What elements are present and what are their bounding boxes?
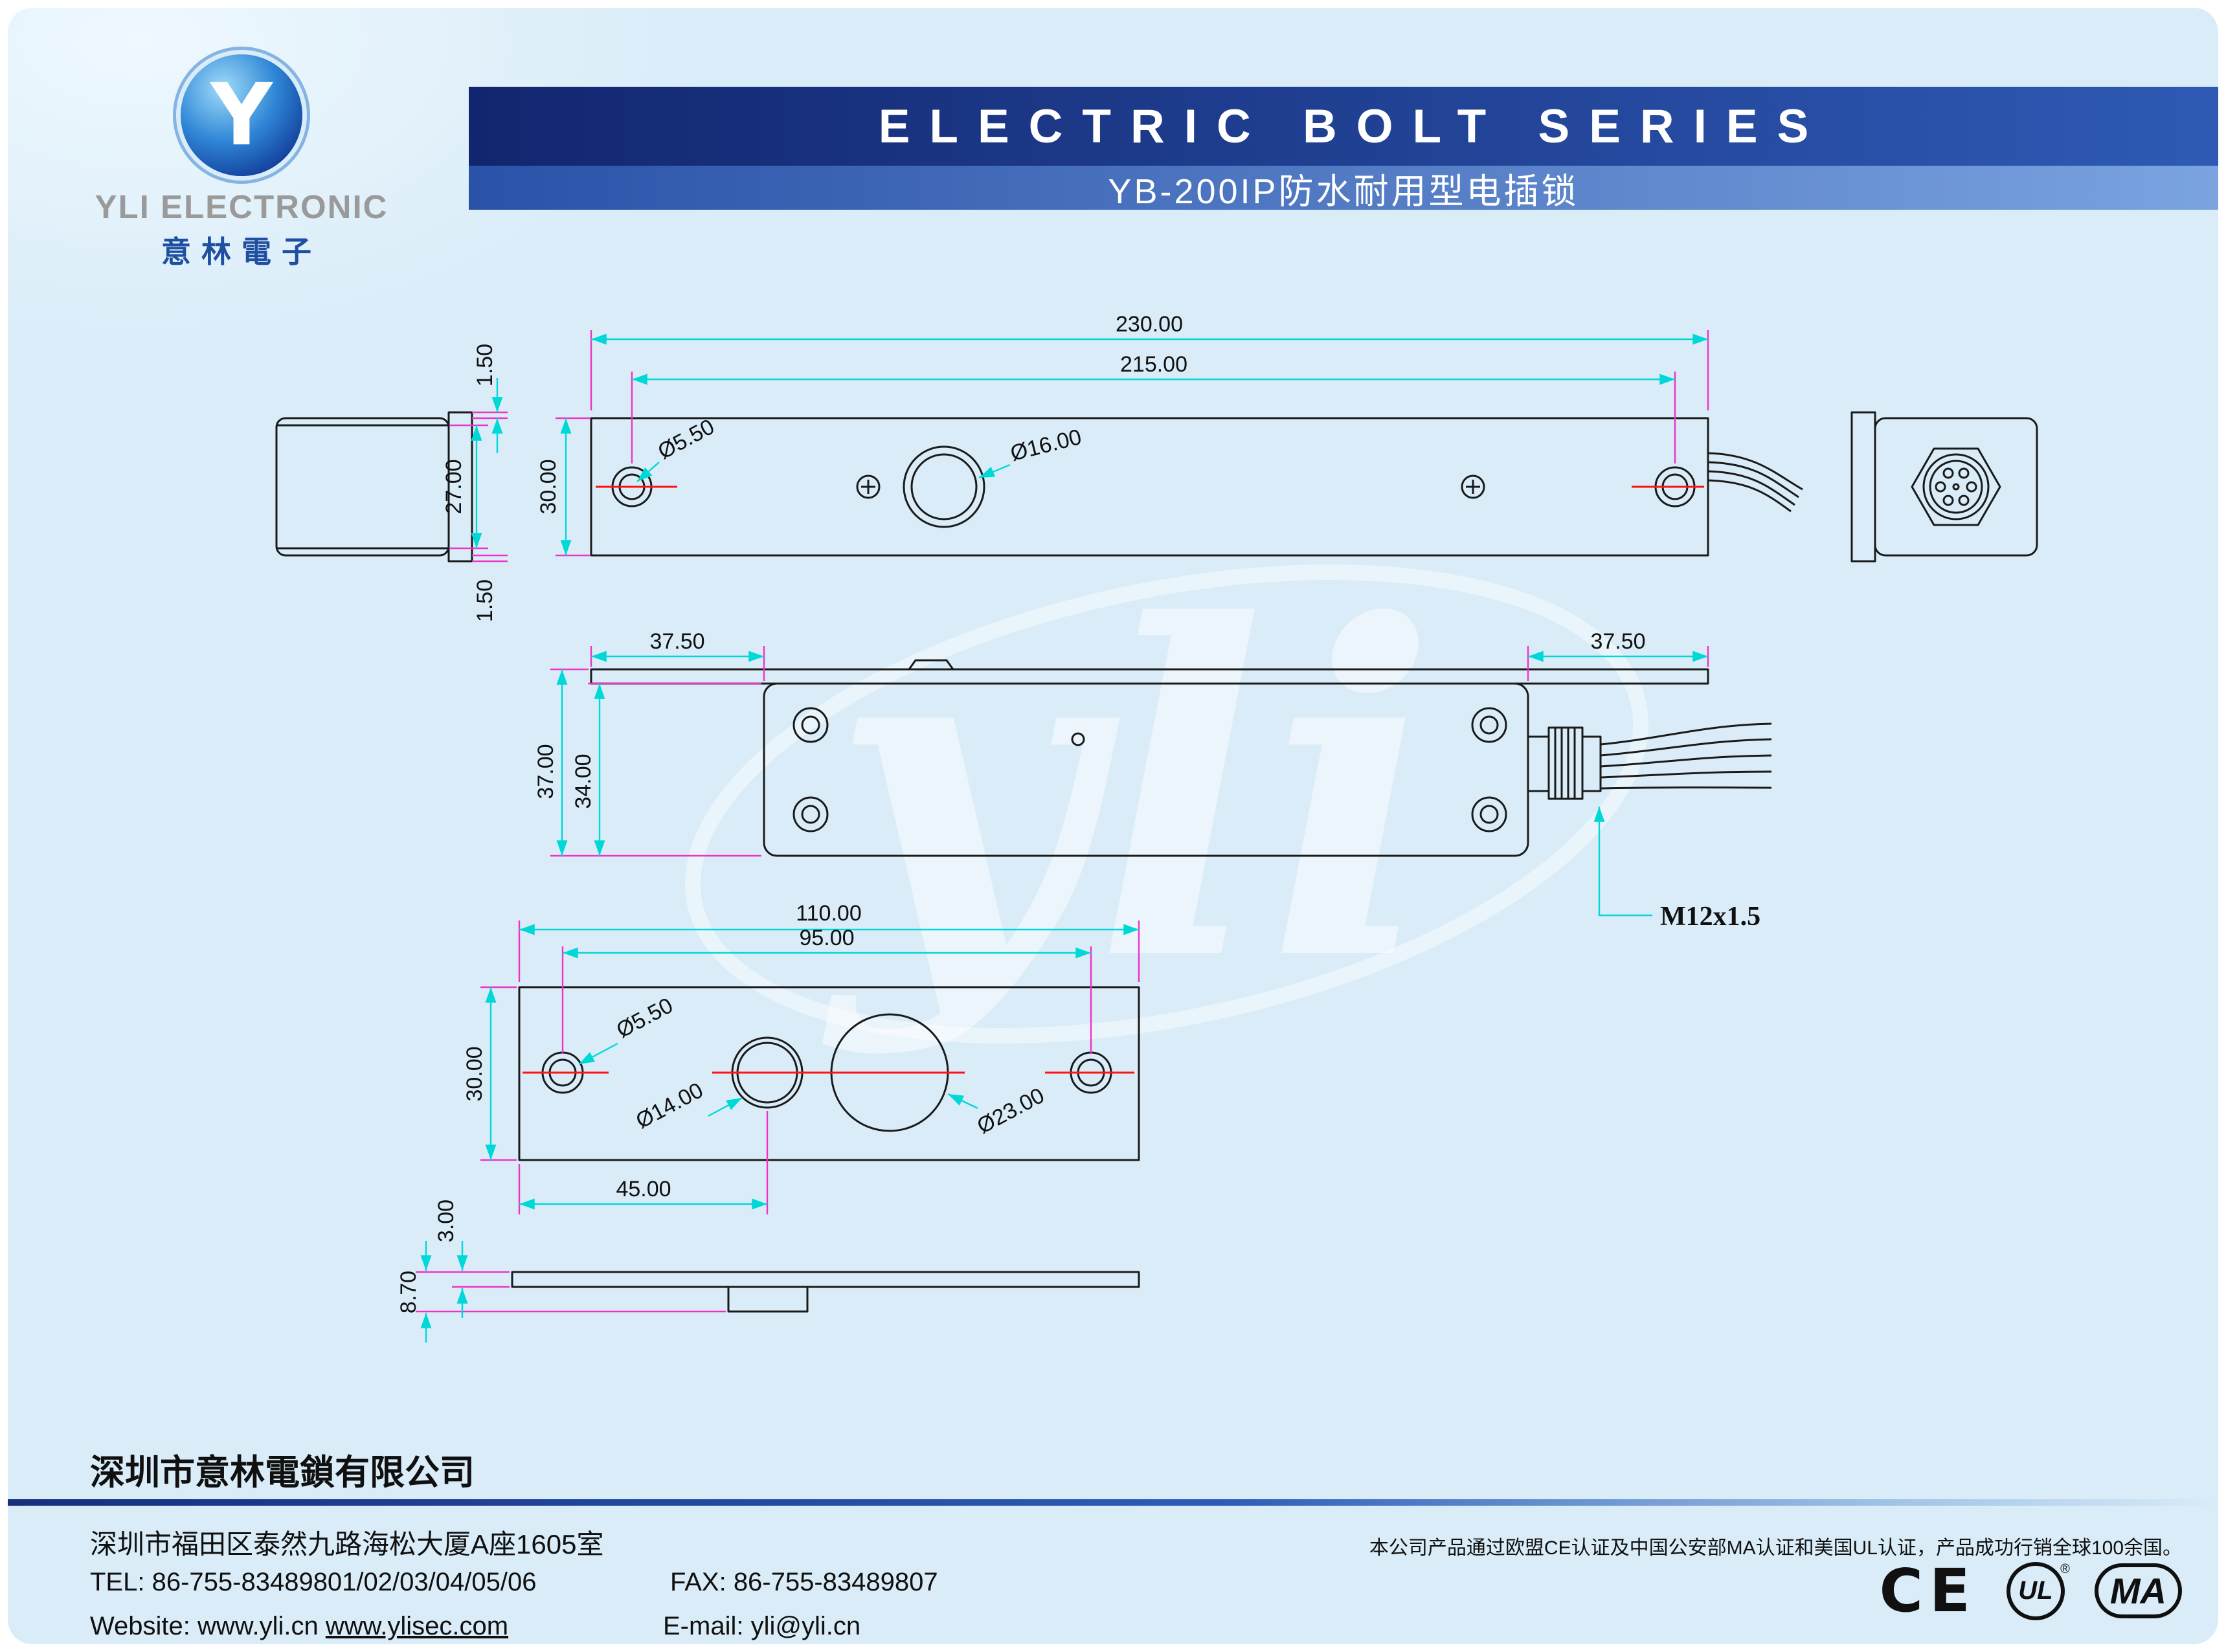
brand-block: Y YLI ELECTRONIC 意林電子 (84, 54, 399, 271)
dim-height-label: 30.00 (536, 459, 561, 514)
bolt-hole (903, 445, 985, 528)
thread-label: M12x1.5 (1660, 902, 1760, 932)
watermark-text: yli (816, 528, 1438, 1060)
connector-plug-end (1850, 411, 2038, 563)
dim-length-outer-label: 230.00 (1116, 312, 1183, 337)
brand-name-en: YLI ELECTRONIC (95, 188, 388, 225)
dia-strike-bolt-label: Ø23.00 (973, 1083, 1048, 1139)
content-panel: yli (8, 8, 2218, 1644)
ul-mark-icon: UL ® (2006, 1561, 2070, 1620)
technical-drawing: yli (275, 312, 2038, 1343)
screw-head-right (1461, 474, 1485, 499)
phone-number: TEL: 86-755-83489801/02/03/04/05/06 (90, 1568, 537, 1596)
company-address: 深圳市福田区泰然九路海松大厦A座1605室 (90, 1529, 604, 1559)
logo-monogram: Y (210, 65, 273, 165)
dimension-lines-front (471, 333, 1708, 555)
strike-plate-profile (511, 1271, 1140, 1313)
brand-name-cn: 意林電子 (161, 235, 322, 269)
bolt-end-cap (275, 411, 473, 563)
email-address: E-mail: yli@yli.cn (663, 1612, 861, 1640)
ce-mark-icon: CE (1879, 1556, 1977, 1625)
website-prefix: Website: www.yli.cn (90, 1612, 326, 1640)
extension-lines-side (550, 646, 1709, 857)
dim-lip-top-label: 1.50 (473, 344, 497, 386)
dimension-lines-side (556, 651, 1708, 917)
dimension-lines-strike (485, 924, 1139, 1210)
dim-total-thickness-label: 8.70 (396, 1271, 421, 1313)
dia-strike-screw-label: Ø5.50 (613, 993, 677, 1043)
title-banner: ELECTRIC BOLT SERIES YB-200IP防水耐用型电插锁 (469, 87, 2218, 211)
yli-logo-icon: Y (181, 54, 302, 176)
dim-hole-span-label: 95.00 (799, 926, 854, 950)
cable-pigtail-front (1707, 452, 1803, 513)
website-link[interactable]: www.ylisec.com (325, 1612, 509, 1640)
ma-mark-icon: MA (2094, 1563, 2182, 1618)
dim-width-label: 110.00 (796, 901, 861, 926)
view-strike-profile: 3.00 8.70 (396, 1200, 1140, 1343)
dia-screw-label: Ø5.50 (654, 414, 719, 464)
fax-number: FAX: 86-755-83489807 (670, 1568, 938, 1596)
dim-height-total-label: 37.00 (534, 744, 558, 799)
model-subtitle: YB-200IP防水耐用型电插锁 (469, 166, 2218, 211)
watermark-swoosh (685, 564, 1648, 1044)
cable-gland (1527, 726, 1602, 800)
cable-pigtail-side (1600, 722, 1772, 790)
dim-plate-thickness-label: 3.00 (434, 1200, 458, 1242)
series-title: ELECTRIC BOLT SERIES (469, 87, 2218, 166)
company-name: 深圳市意林電鎖有限公司 (90, 1453, 475, 1492)
connector-hex-nut (1911, 447, 2001, 526)
dia-mid-hole-label: Ø14.00 (632, 1078, 707, 1133)
extension-lines-profile (416, 1271, 726, 1313)
certification-note: 本公司产品通过欧盟CE认证及中国公安部MA认证和美国UL认证，产品成功行销全球1… (1369, 1537, 2182, 1559)
dimension-lines-profile (420, 1241, 468, 1343)
certification-marks: CE UL ® MA (1880, 1556, 2182, 1625)
dim-offset-right-label: 37.50 (1590, 629, 1645, 654)
dim-lip-bottom-label: 1.50 (473, 579, 497, 622)
website-line: Website: www.yli.cn www.ylisec.com (90, 1612, 508, 1641)
dim-offset-left-label: 37.50 (649, 629, 704, 654)
dim-strike-height-label: 30.00 (462, 1046, 487, 1101)
indicator-dot (1071, 732, 1085, 746)
dim-length-holes-label: 215.00 (1120, 352, 1187, 377)
dia-bolt-label: Ø16.00 (1008, 425, 1084, 466)
view-side: 37.50 37.50 37.00 34.00 M12x1.5 (534, 629, 1772, 932)
screw-head-left (856, 474, 881, 499)
yli-watermark: yli (685, 528, 1648, 1060)
footer-divider (8, 1499, 2218, 1506)
registered-symbol: ® (2060, 1561, 2070, 1576)
dim-inner-height-label: 27.00 (442, 459, 466, 514)
dim-mid-offset-label: 45.00 (616, 1177, 671, 1201)
dim-height-body-label: 34.00 (571, 753, 596, 809)
